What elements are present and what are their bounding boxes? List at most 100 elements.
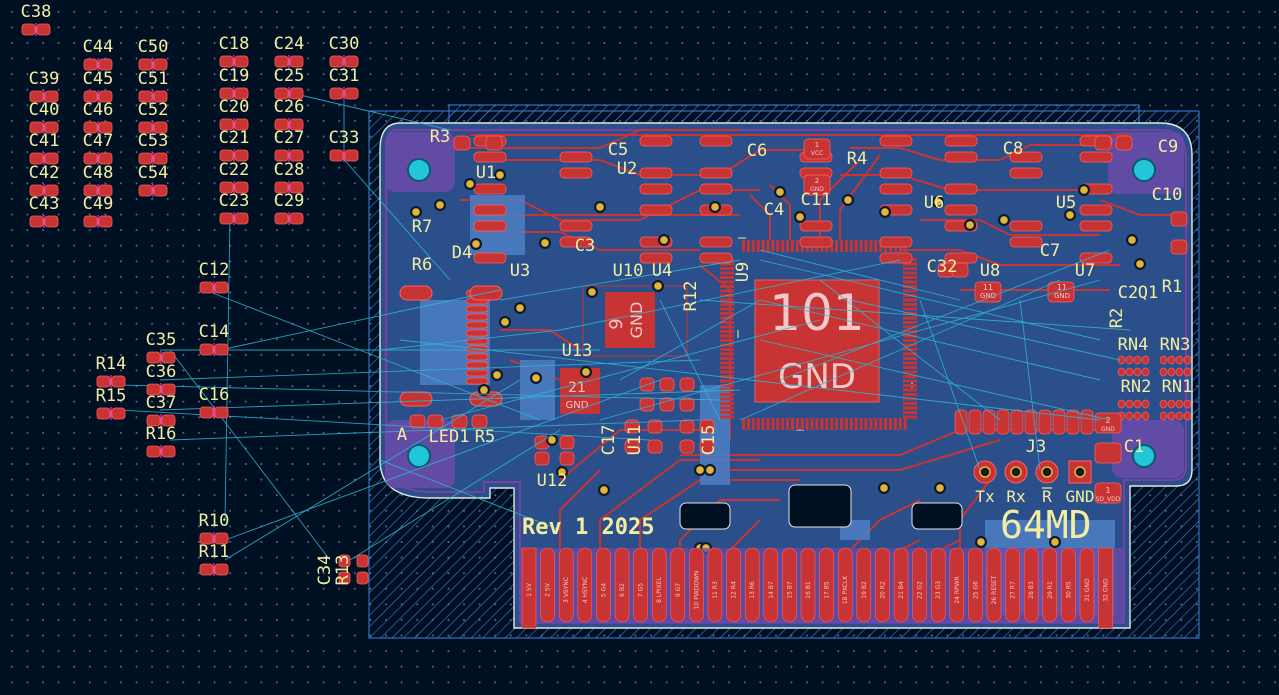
edge-finger-20[interactable]: 20 R2	[875, 547, 890, 623]
pad[interactable]	[699, 252, 733, 264]
pad[interactable]	[944, 204, 978, 216]
pad[interactable]	[559, 220, 593, 232]
j3-pin-rx[interactable]: Rx	[1004, 460, 1028, 506]
silk-ref-u6[interactable]: U6	[924, 193, 944, 213]
pad[interactable]	[199, 532, 214, 545]
pad[interactable]	[1080, 409, 1094, 435]
pad[interactable]	[1047, 281, 1075, 303]
silk-ref-r7[interactable]: R7	[412, 217, 432, 237]
offboard-part-c34[interactable]: C34	[315, 554, 351, 586]
pad[interactable]	[639, 183, 673, 195]
silk-ref-rn4[interactable]: RN4	[1118, 335, 1149, 355]
pad[interactable]	[274, 55, 289, 68]
offboard-part-c12[interactable]: C12	[199, 260, 230, 294]
pad[interactable]	[199, 343, 214, 356]
pad[interactable]	[624, 439, 640, 454]
pad[interactable]	[1183, 411, 1192, 421]
edge-finger-10[interactable]: 10 PWDOWN	[689, 547, 704, 623]
pad[interactable]	[44, 90, 59, 103]
offboard-part-c40[interactable]: C40	[29, 100, 60, 134]
pad[interactable]	[234, 181, 249, 194]
pad[interactable]	[1159, 367, 1168, 377]
pad[interactable]	[274, 181, 289, 194]
pad[interactable]	[274, 149, 289, 162]
pad[interactable]	[274, 118, 289, 131]
offboard-part-c18[interactable]: C18	[219, 34, 250, 68]
edge-finger-21[interactable]: 21 B4	[893, 547, 909, 623]
pad[interactable]	[473, 204, 507, 216]
pad[interactable]	[289, 181, 304, 194]
pad[interactable]	[409, 414, 426, 429]
pad[interactable]	[1010, 409, 1024, 435]
pad[interactable]	[111, 407, 126, 420]
pad[interactable]	[219, 118, 234, 131]
pad[interactable]	[968, 409, 982, 435]
pad[interactable]	[153, 152, 168, 165]
pad[interactable]	[214, 563, 229, 576]
edge-finger-5[interactable]: 5 G4	[596, 547, 611, 623]
edge-finger-9[interactable]: 9 G7	[670, 547, 686, 623]
offboard-part-c45[interactable]: C45	[83, 69, 114, 103]
pad[interactable]	[1133, 399, 1142, 409]
pad[interactable]	[29, 121, 44, 134]
silk-ref-c11[interactable]: C11	[801, 190, 832, 210]
pad[interactable]	[1079, 220, 1113, 232]
pad[interactable]	[344, 149, 359, 162]
offboard-part-c53[interactable]: C53	[138, 131, 169, 165]
pad[interactable]	[234, 118, 249, 131]
pad[interactable]	[1141, 355, 1150, 365]
pad[interactable]	[199, 563, 214, 576]
offboard-part-c47[interactable]: C47	[83, 131, 114, 165]
offboard-part-c21[interactable]: C21	[219, 128, 250, 162]
pad[interactable]	[234, 55, 249, 68]
pad[interactable]	[329, 87, 344, 100]
silk-ref-j3[interactable]: J3	[1026, 437, 1046, 457]
edge-finger-25[interactable]: 25 G6	[968, 547, 983, 623]
u13-footprint[interactable]: 21 GND	[560, 368, 600, 414]
pad[interactable]	[473, 183, 507, 195]
edge-finger-18[interactable]: 18 PXCLK	[837, 547, 853, 623]
pad[interactable]	[1133, 411, 1142, 421]
pad[interactable]	[559, 167, 593, 179]
edge-finger-23[interactable]: 23 G3	[930, 547, 946, 623]
silk-ref-c7[interactable]: C7	[1040, 241, 1060, 261]
pad[interactable]	[274, 87, 289, 100]
pad[interactable]	[803, 138, 831, 160]
pad[interactable]	[274, 212, 289, 225]
pad[interactable]	[153, 90, 168, 103]
silk-ref-led1[interactable]: LED1	[429, 427, 470, 447]
pad[interactable]	[83, 90, 98, 103]
pad[interactable]	[1009, 220, 1043, 232]
pad[interactable]	[699, 135, 733, 147]
offboard-part-c51[interactable]: C51	[138, 69, 169, 103]
pad[interactable]	[1066, 409, 1080, 435]
pad[interactable]	[329, 149, 344, 162]
u13-thermal-pad[interactable]	[560, 368, 600, 414]
pad[interactable]	[329, 55, 344, 68]
silk-ref-u10[interactable]: U10	[613, 261, 644, 281]
pad[interactable]	[473, 151, 507, 163]
edge-finger-26[interactable]: 26 RESET	[986, 547, 1002, 623]
pad[interactable]	[29, 184, 44, 197]
pad[interactable]	[138, 58, 153, 71]
pad[interactable]	[1175, 367, 1184, 377]
pad[interactable]	[146, 351, 161, 364]
pad[interactable]	[96, 375, 111, 388]
silk-ref-r1[interactable]: R1	[1162, 277, 1182, 297]
pad[interactable]	[138, 152, 153, 165]
offboard-part-r15[interactable]: R15	[96, 386, 127, 420]
pad[interactable]	[534, 451, 550, 466]
pad[interactable]	[83, 121, 98, 134]
offboard-part-c48[interactable]: C48	[83, 163, 114, 197]
offboard-part-c36[interactable]: C36	[146, 362, 177, 396]
offboard-part-c42[interactable]: C42	[29, 163, 60, 197]
offboard-part-c43[interactable]: C43	[29, 194, 60, 228]
pad[interactable]	[138, 121, 153, 134]
usb-shield-pad[interactable]	[399, 285, 433, 301]
pad[interactable]	[161, 445, 176, 458]
pad[interactable]	[234, 212, 249, 225]
pad[interactable]	[111, 375, 126, 388]
